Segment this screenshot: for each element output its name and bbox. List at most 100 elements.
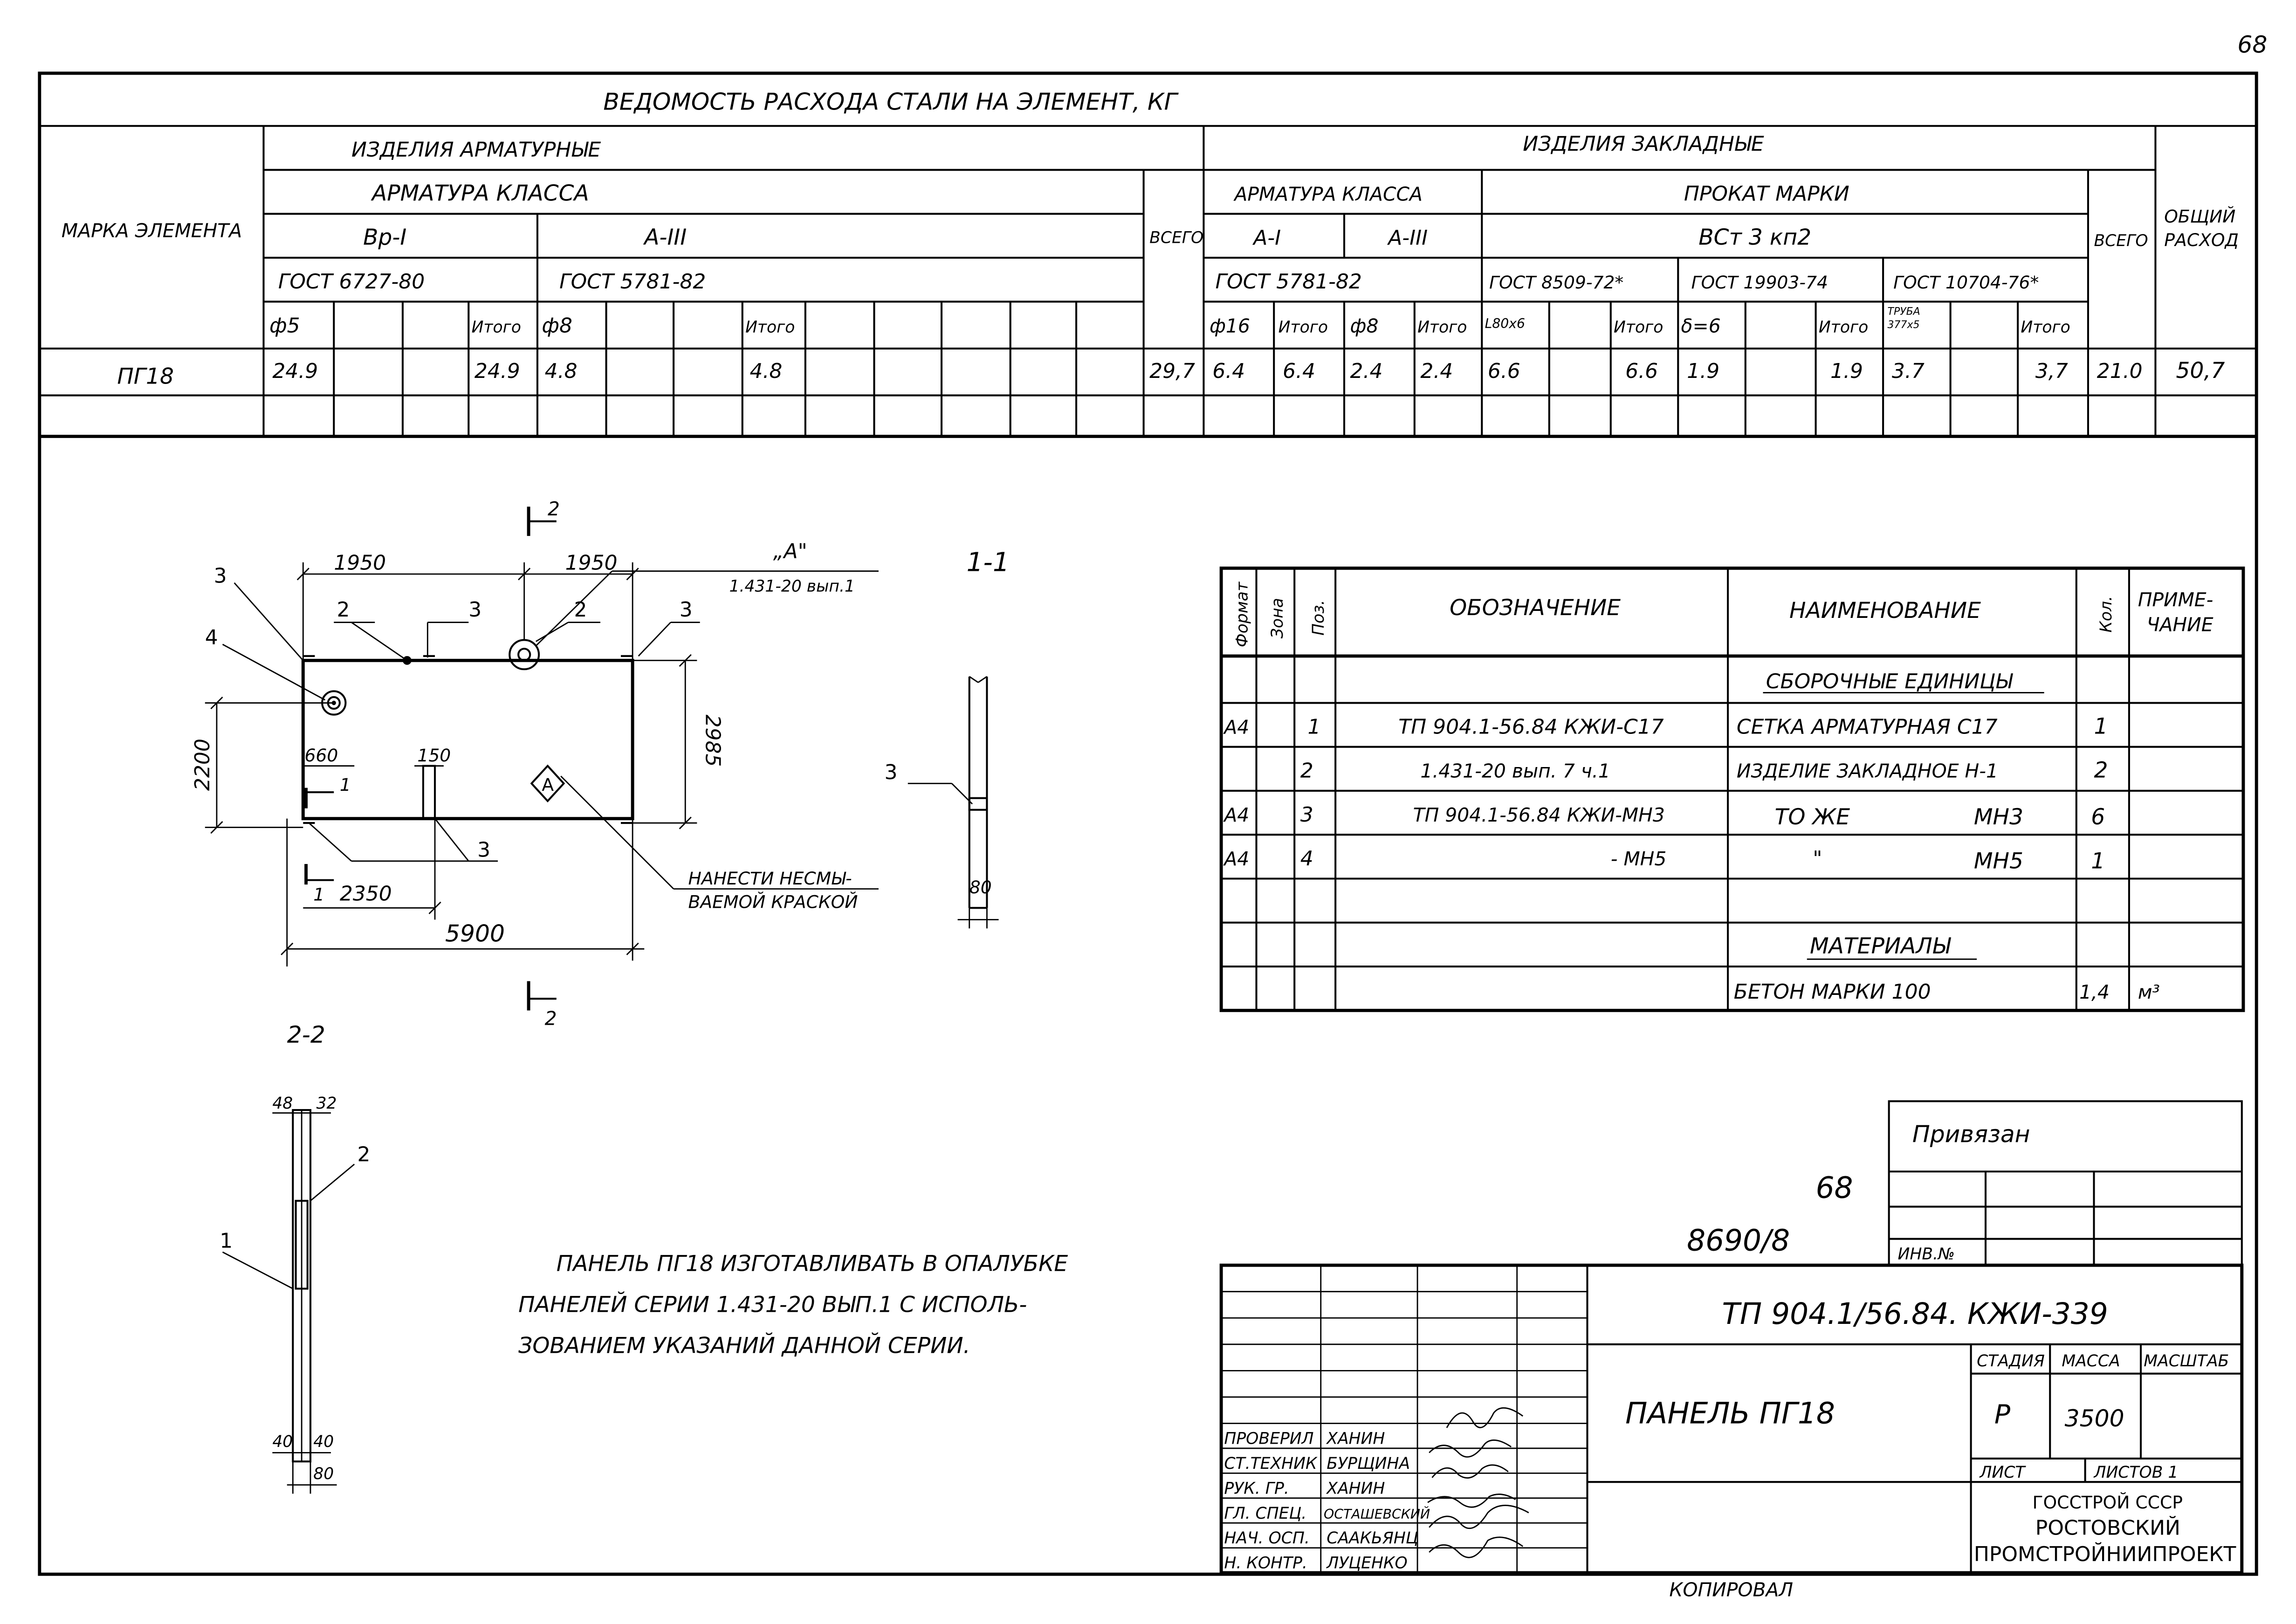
inventory-number-label: ИНВ.№ (1898, 1245, 1955, 1264)
spec-row-3-name: ТО ЖЕ (1775, 804, 1850, 830)
note-line-3: ЗОВАНИЕМ УКАЗАНИЙ ДАННОЙ СЕРИИ. (518, 1332, 970, 1359)
gost-5781: ГОСТ 5781-82 (559, 270, 706, 294)
value-plate-total: 1.9 (1830, 359, 1863, 383)
section-2-2-dim-40b: 40 (313, 1432, 334, 1451)
signer-role: НАЧ. ОСП. (1224, 1529, 1310, 1548)
gost-10704: ГОСТ 10704-76* (1893, 272, 2039, 293)
spec-row-2-position: 2 (1300, 759, 1313, 783)
spec-section-assembly: СБОРОЧНЫЕ ЕДИНИЦЫ (1766, 670, 2014, 693)
steel-table-columns (333, 302, 2019, 437)
grand-total-label-1: ОБЩИЙ (2164, 206, 2235, 227)
spec-section-materials: МАТЕРИАЛЫ (1810, 933, 1952, 959)
position-3-label-a: 3 (214, 564, 227, 588)
section-1-1-dim-80: 80 (969, 877, 992, 898)
signer-row: СТ.ТЕХНИК БУРЩИНА (1224, 1454, 1410, 1473)
value-angle: 6.6 (1488, 359, 1520, 383)
value-all-total: 29,7 (1149, 359, 1195, 383)
value-a3-d8: 4.8 (545, 359, 577, 383)
material-unit: м³ (2138, 981, 2160, 1003)
copied-by-label: КОПИРОВАЛ (1669, 1578, 1793, 1601)
spec-row-4-position: 4 (1300, 847, 1313, 870)
spec-row-2-designation: 1.431-20 вып. 7 ч.1 (1420, 760, 1610, 782)
rolled-steel-grade: ВСт 3 кп2 (1698, 225, 1811, 250)
paint-note-line-1: НАНЕСТИ НЕСМЫ- (688, 868, 852, 889)
pipe-size: 377х5 (1888, 319, 1920, 331)
org-line-3: ПРОМСТРОЙНИИПРОЕКТ (1974, 1542, 2236, 1566)
signer-name: БУРЩИНА (1327, 1454, 1410, 1473)
signer-role: ГЛ. СПЕЦ. (1224, 1504, 1306, 1523)
note-line-1: ПАНЕЛЬ ПГ18 ИЗГОТАВЛИВАТЬ В ОПАЛУБКЕ (557, 1251, 1068, 1277)
spec-row-1-quantity: 1 (2094, 713, 2108, 739)
dim-5900: 5900 (445, 920, 505, 947)
col-element-mark: МАРКА ЭЛЕМЕНТА (62, 219, 242, 242)
org-line-1: ГОССТРОЙ СССР (2033, 1492, 2183, 1513)
callout-a-label: „А" (773, 539, 807, 563)
marking-a: А (542, 774, 554, 795)
spec-row-4-name-2: МН5 (1974, 848, 2023, 874)
signer-row: РУК. ГР. ХАНИН (1224, 1479, 1385, 1498)
spec-row-3-name-2: МН3 (1974, 804, 2023, 830)
value-vr-total: 24.9 (474, 359, 520, 383)
itogo-a1: Итого (1279, 318, 1328, 336)
spec-row: А4 1 ТП 904.1-56.84 КЖИ-С17 СЕТКА АРМАТУ… (1223, 713, 2108, 739)
class-a3: А-III (643, 225, 687, 250)
dia-8-embedded: ф8 (1350, 315, 1379, 337)
value-a3-total: 4.8 (749, 359, 782, 383)
embedded-pipe-circle (509, 639, 540, 671)
note-line-2: ПАНЕЛЕЙ СЕРИИ 1.431-20 ВЫП.1 С ИСПОЛЬ- (518, 1291, 1027, 1318)
org-line-2: РОСТОВСКИЙ (2035, 1515, 2180, 1540)
binding-box: Привязан ИНВ.№ 68 8690/8 (1687, 1100, 2243, 1267)
spec-header-quantity: Кол. (2097, 596, 2116, 633)
section-2-2-title: 2-2 (287, 1021, 325, 1048)
itogo-a3: Итого (745, 318, 795, 336)
spec-header-note-2: ЧАНИЕ (2147, 613, 2214, 636)
spec-row-1-designation: ТП 904.1-56.84 КЖИ-С17 (1398, 715, 1664, 739)
spec-row-3-designation: ТП 904.1-56.84 КЖИ-МН3 (1413, 804, 1665, 826)
signer-name: ЛУЦЕНКО (1326, 1554, 1407, 1573)
spec-row-2-quantity: 2 (2094, 758, 2108, 783)
steel-consumption-table: ВЕДОМОСТЬ РАСХОДА СТАЛИ НА ЭЛЕМЕНТ, КГ М… (39, 88, 2257, 438)
stage-value: Р (1994, 1400, 2010, 1430)
spec-header-note-1: ПРИМЕ- (2138, 589, 2214, 611)
itogo-pipe: Итого (2021, 318, 2070, 336)
signer-role: ПРОВЕРИЛ (1224, 1430, 1313, 1448)
value-grand-total: 50,7 (2176, 358, 2225, 384)
value-pipe-total: 3,7 (2035, 359, 2068, 383)
section-1-1-position-3: 3 (885, 761, 898, 784)
section-2-2-dim-48: 48 (272, 1094, 293, 1113)
section-1-1: 1-1 3 80 (885, 548, 1010, 929)
section-2-2-dim-32: 32 (316, 1094, 337, 1113)
value-a1-total: 6.4 (1283, 359, 1315, 383)
group-embedded: ИЗДЕЛИЯ ЗАКЛАДНЫЕ (1523, 132, 1764, 156)
value-a3e-total: 2.4 (1420, 359, 1453, 383)
position-3-label-b: 3 (468, 598, 481, 622)
table-row: ПГ18 24.9 24.9 4.8 4.8 29,7 6.4 6.4 2.4 … (117, 358, 2225, 390)
spec-row: БЕТОН МАРКИ 100 1,4 м³ (1734, 980, 2160, 1004)
section-1-1-title: 1-1 (966, 548, 1009, 578)
signer-row: Н. КОНТР. ЛУЦЕНКО (1224, 1554, 1407, 1573)
dim-150: 150 (417, 745, 451, 766)
sheet-label: ЛИСТ (1979, 1463, 2026, 1482)
itogo-angle: Итого (1614, 318, 1663, 336)
section-2-2: 2-2 48 32 40 40 80 1 2 (220, 1021, 371, 1494)
signer-name: ХАНИН (1326, 1479, 1385, 1498)
signer-name: ХАНИН (1326, 1430, 1385, 1448)
spec-row-3-quantity: 6 (2091, 804, 2105, 830)
stage-label: СТАДИЯ (1977, 1352, 2045, 1370)
manufacturing-note: ПАНЕЛЬ ПГ18 ИЗГОТАВЛИВАТЬ В ОПАЛУБКЕ ПАН… (518, 1251, 1068, 1359)
rolled-grade-label: ПРОКАТ МАРКИ (1684, 182, 1849, 206)
value-a3e-d8: 2.4 (1350, 359, 1383, 383)
itogo-vr: Итого (472, 318, 521, 336)
spec-row-1-name: СЕТКА АРМАТУРНАЯ С17 (1737, 715, 1998, 739)
spec-row-4-format: А4 (1223, 848, 1249, 870)
section-2-2-dim-80: 80 (313, 1465, 334, 1483)
spec-row: 2 1.431-20 вып. 7 ч.1 ИЗДЕЛИЕ ЗАКЛАДНОЕ … (1300, 758, 2108, 783)
sheet-frame (38, 71, 2258, 1576)
section-1-bottom-mark: 1 (313, 884, 324, 905)
value-angle-total: 6.6 (1625, 359, 1658, 383)
section-1-top-mark: 1 (340, 774, 351, 795)
gost-19903: ГОСТ 19903-74 (1691, 272, 1828, 293)
spec-row-1-format: А4 (1223, 716, 1249, 738)
spec-header-name: НАИМЕНОВАНИЕ (1789, 598, 1981, 624)
